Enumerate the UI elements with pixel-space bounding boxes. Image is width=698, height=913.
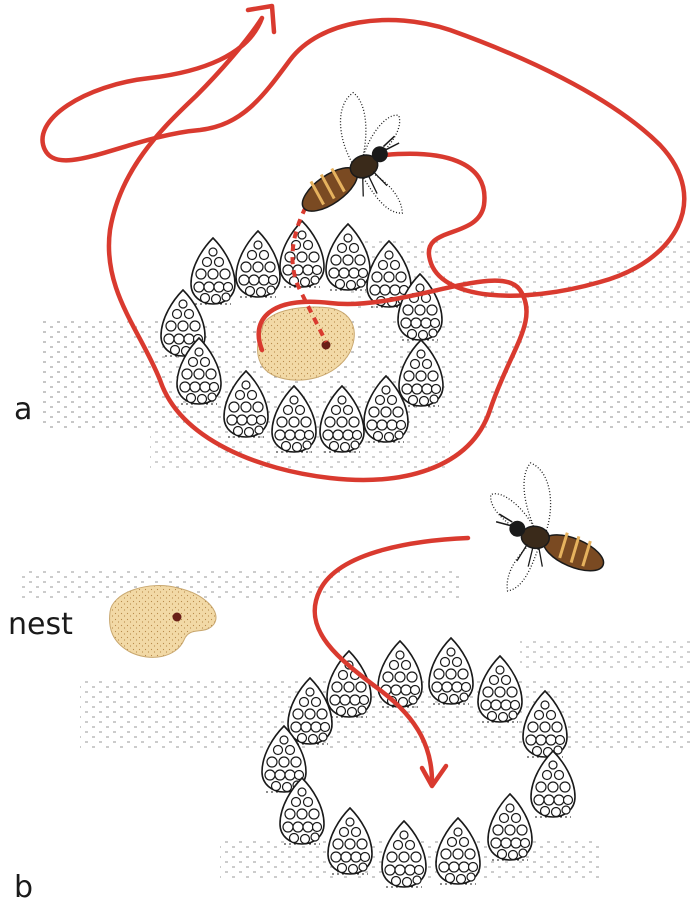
panel-label-a: a [14, 395, 32, 425]
panel-a [40, 6, 690, 480]
nest-b [110, 585, 216, 657]
wasp-icon-a [269, 81, 430, 246]
panel-b [20, 458, 690, 887]
nest-label: nest [8, 610, 73, 640]
wasp-icon-b [478, 458, 619, 604]
panel-label-b: b [14, 873, 33, 903]
